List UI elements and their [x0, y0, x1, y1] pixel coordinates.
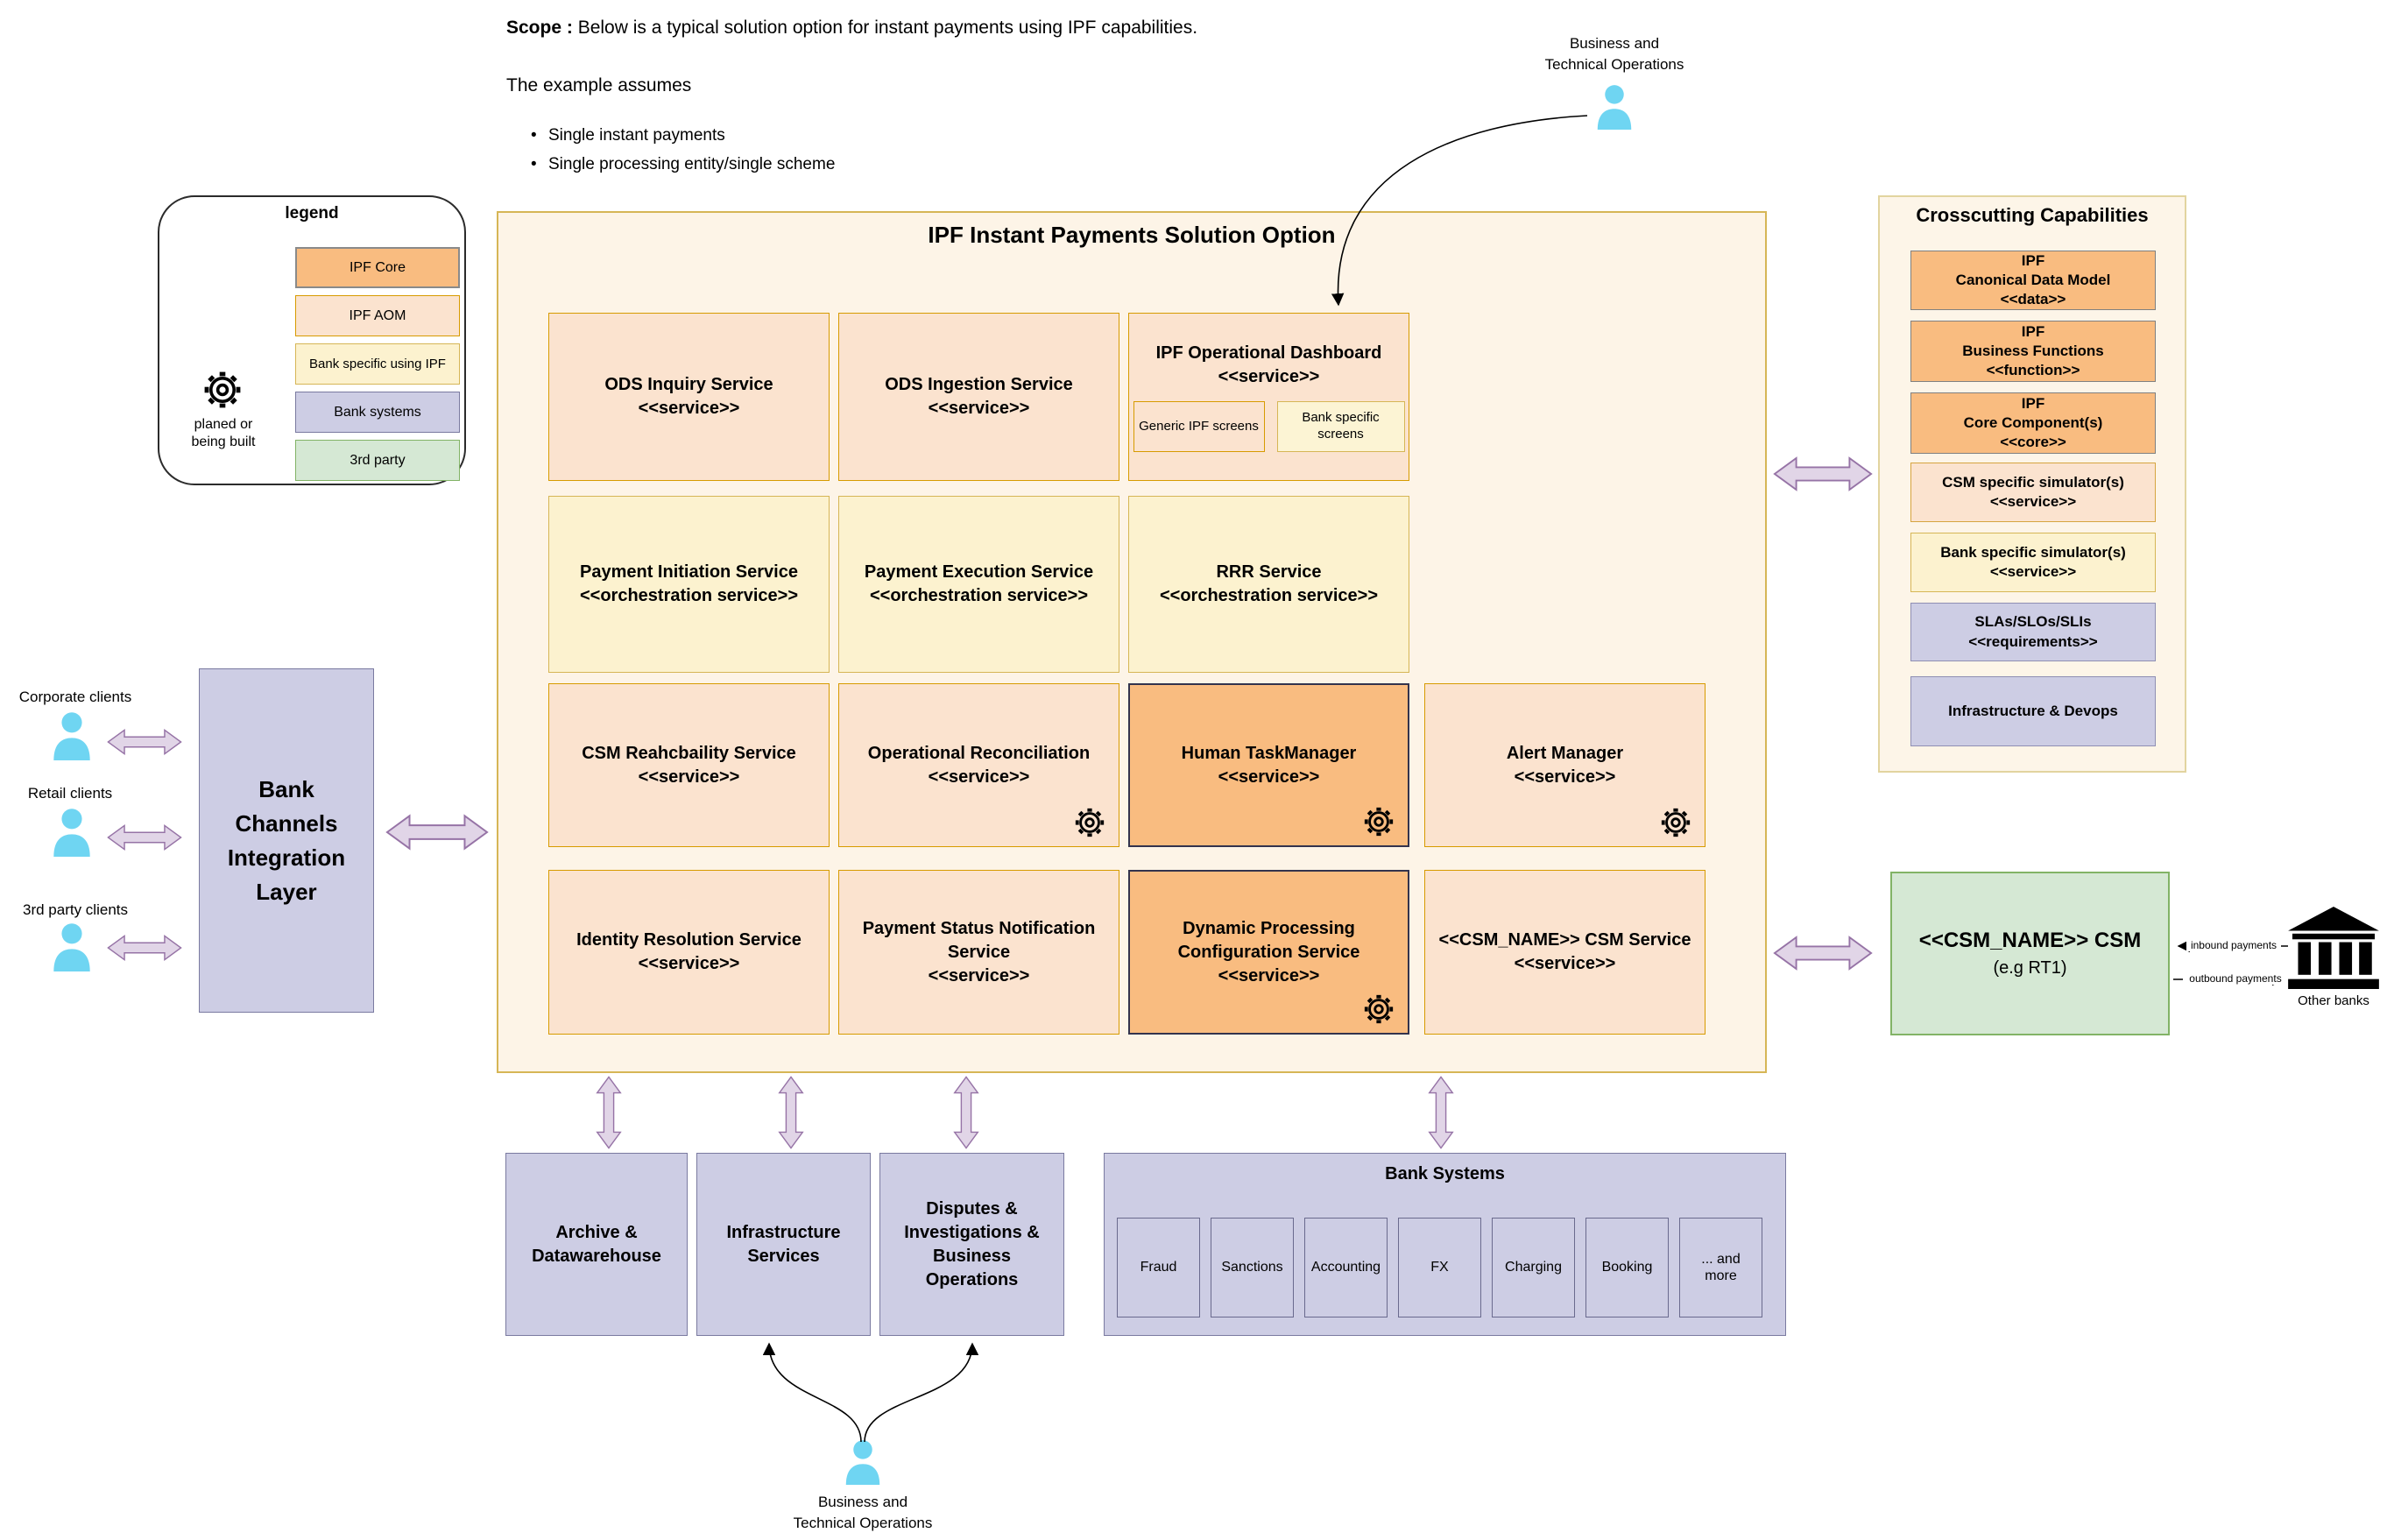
outbound-payments-label: outbound payments — [2183, 972, 2288, 985]
scope-line2: The example assumes — [506, 75, 692, 95]
infrastructure-services-box: Infrastructure Services — [696, 1153, 871, 1336]
scope-bullet-2: Single processing entity/single scheme — [526, 150, 835, 179]
retail-clients-label: Retail clients — [27, 785, 113, 802]
disputes-investigations-box: Disputes & Investigations & Business Ope… — [879, 1153, 1064, 1336]
generic-ipf-screens: Generic IPF screens — [1133, 401, 1265, 452]
third-party-bidirectional-arrow — [107, 933, 182, 963]
dashboard-screens: Generic IPF screens Bank specific screen… — [1133, 401, 1405, 452]
service-payment-initiation: Payment Initiation Service <<orchestrati… — [548, 496, 830, 673]
third-party-clients-label: 3rd party clients — [23, 901, 128, 918]
retail-client-person-icon — [50, 808, 94, 857]
service-ods-inquiry: ODS Inquiry Service <<service>> — [548, 313, 830, 481]
service-payment-execution: Payment Execution Service <<orchestratio… — [838, 496, 1119, 673]
bank-system-sanctions: Sanctions — [1211, 1218, 1294, 1317]
archive-datawarehouse-box: Archive & Datawarehouse — [505, 1153, 688, 1336]
scope-bullet-1: Single instant payments — [526, 121, 835, 150]
legend-item-3rd-party: 3rd party — [295, 440, 460, 481]
gear-icon — [1073, 806, 1106, 839]
scope-bullets: Single instant payments Single processin… — [526, 121, 835, 179]
scope-text: Scope : Below is a typical solution opti… — [506, 18, 1470, 39]
corporate-bidirectional-arrow — [107, 727, 182, 757]
ipf-to-archive-arrow — [589, 1076, 629, 1149]
ipf-to-bank-systems-arrow — [1421, 1076, 1461, 1149]
bank-system-more: ... and more — [1679, 1218, 1762, 1317]
ipf-to-disputes-arrow — [946, 1076, 986, 1149]
legend-item-ipf-core: IPF Core — [295, 247, 460, 288]
legend-title: legend — [285, 204, 339, 223]
cc-infrastructure-devops: Infrastructure & Devops — [1910, 676, 2156, 746]
cc-business-functions: IPF Business Functions <<function>> — [1910, 321, 2156, 382]
crosscutting-title: Crosscutting Capabilities — [1916, 204, 2149, 226]
cc-bank-simulators: Bank specific simulator(s) <<service>> — [1910, 533, 2156, 592]
legend-gear-caption: planed or being built — [191, 417, 256, 449]
legend-item-ipf-aom: IPF AOM — [295, 295, 460, 336]
service-payment-status-notification: Payment Status Notification Service <<se… — [838, 870, 1119, 1035]
gear-icon — [1362, 993, 1395, 1026]
service-csm-reachability: CSM Reahcbaility Service <<service>> — [548, 683, 830, 847]
ipf-to-crosscutting-arrow — [1773, 451, 1873, 497]
third-party-client-person-icon — [50, 922, 94, 971]
service-dynamic-processing-configuration: Dynamic Processing Configuration Service… — [1128, 870, 1409, 1035]
ops-to-disputes-connector — [864, 1342, 979, 1443]
gear-icon — [1362, 805, 1395, 838]
csm-box: <<CSM_NAME>> CSM (e.g RT1) — [1890, 872, 2170, 1035]
bank-systems-title: Bank Systems — [1385, 1164, 1505, 1183]
bank-system-fx: FX — [1398, 1218, 1481, 1317]
bottom-operations-person-icon — [843, 1439, 883, 1485]
gear-icon — [1659, 806, 1692, 839]
bank-system-booking: Booking — [1585, 1218, 1669, 1317]
bank-system-accounting: Accounting — [1304, 1218, 1388, 1317]
ipf-to-csm-arrow — [1773, 930, 1873, 976]
ipf-to-infrastructure-arrow — [771, 1076, 811, 1149]
service-operational-reconciliation: Operational Reconciliation <<service>> — [838, 683, 1119, 847]
bank-system-charging: Charging — [1492, 1218, 1575, 1317]
other-banks-label: Other banks — [2298, 993, 2369, 1008]
bank-systems-box: Bank Systems Fraud Sanctions Accounting … — [1104, 1153, 1786, 1336]
ipf-solution-title: IPF Instant Payments Solution Option — [928, 222, 1336, 248]
legend-item-bank-specific: Bank specific using IPF — [295, 343, 460, 385]
service-human-taskmanager: Human TaskManager <<service>> — [1128, 683, 1409, 847]
legend-item-bank-systems: Bank systems — [295, 392, 460, 433]
bank-system-fraud: Fraud — [1117, 1218, 1200, 1317]
ops-to-infrastructure-connector — [762, 1342, 862, 1443]
retail-bidirectional-arrow — [107, 823, 182, 852]
legend: legend IPF Core IPF AOM Bank specific us… — [158, 195, 466, 485]
service-alert-manager: Alert Manager <<service>> — [1424, 683, 1705, 847]
service-identity-resolution: Identity Resolution Service <<service>> — [548, 870, 830, 1035]
service-rrr: RRR Service <<orchestration service>> — [1128, 496, 1409, 673]
top-operations-label: Business and Technical Operations — [1544, 35, 1684, 73]
gear-icon — [201, 369, 244, 411]
service-csm-name-csm: <<CSM_NAME>> CSM Service <<service>> — [1424, 870, 1705, 1035]
inbound-payments-label: inbound payments — [2186, 939, 2281, 951]
cc-core-components: IPF Core Component(s) <<core>> — [1910, 392, 2156, 454]
cc-canonical-data-model: IPF Canonical Data Model <<data>> — [1910, 251, 2156, 310]
other-banks-bank-icon — [2288, 907, 2379, 989]
channels-to-ipf-arrow — [385, 809, 489, 855]
bank-channels-integration-layer: Bank Channels Integration Layer — [199, 668, 374, 1013]
top-operations-person-icon — [1594, 84, 1635, 130]
scope-body: Below is a typical solution option for i… — [572, 18, 1198, 38]
corporate-clients-label: Corporate clients — [18, 689, 132, 705]
service-ods-ingestion: ODS Ingestion Service <<service>> — [838, 313, 1119, 481]
scope-label: Scope : — [506, 18, 573, 38]
cc-slas: SLAs/SLOs/SLIs <<requirements>> — [1910, 603, 2156, 661]
bank-specific-screens: Bank specific screens — [1276, 401, 1405, 452]
service-ipf-operational-dashboard: IPF Operational Dashboard <<service>> Ge… — [1128, 313, 1409, 481]
corporate-client-person-icon — [50, 711, 94, 760]
cc-csm-simulators: CSM specific simulator(s) <<service>> — [1910, 463, 2156, 522]
bottom-operations-label: Business and Technical Operations — [793, 1494, 933, 1531]
